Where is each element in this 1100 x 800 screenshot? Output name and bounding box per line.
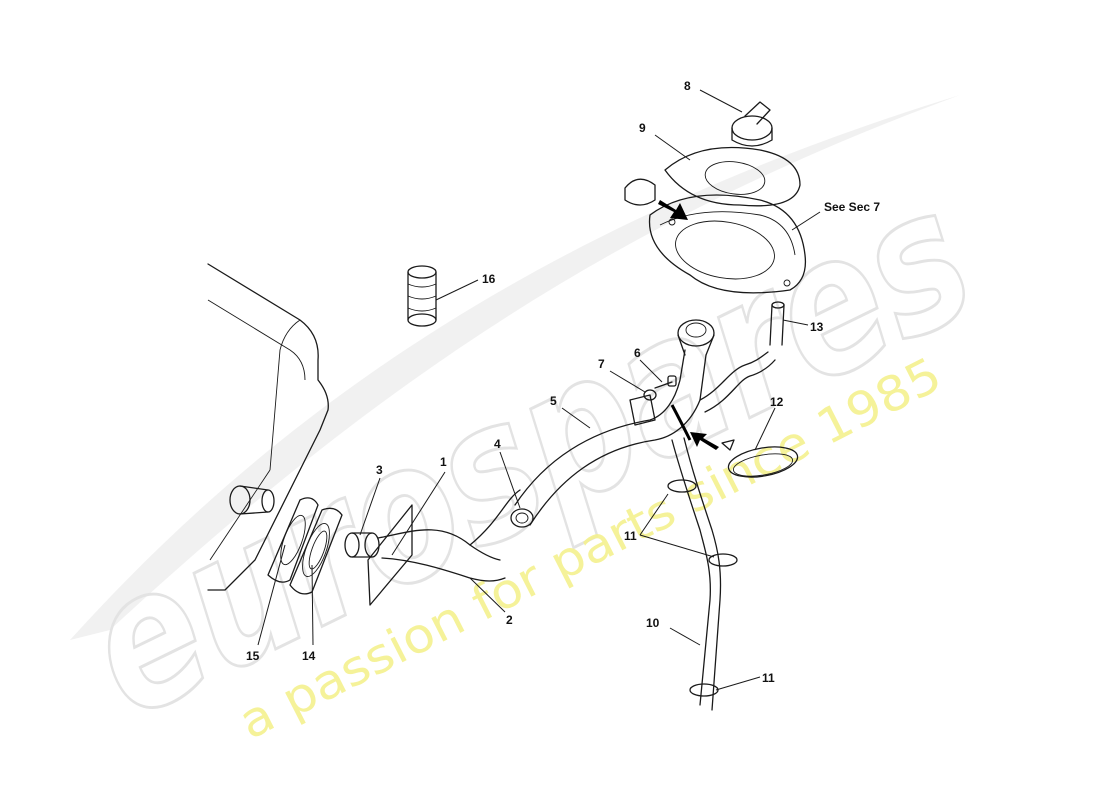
part-8-fuel-cap <box>731 101 773 147</box>
callout-10: 10 <box>646 616 660 630</box>
part-9-seal <box>664 146 801 207</box>
callout-labels: 1 2 3 4 5 6 7 8 9 10 11 11 12 13 14 15 1… <box>246 79 880 685</box>
callout-8: 8 <box>684 79 691 93</box>
callout-6: 6 <box>634 346 641 360</box>
callout-see-sec-7: See Sec 7 <box>824 200 880 214</box>
callout-11-b: 11 <box>762 671 775 685</box>
callout-14: 14 <box>302 649 316 663</box>
part-14-flange <box>289 507 343 595</box>
callout-3: 3 <box>376 463 383 477</box>
part-7-washer <box>643 389 657 401</box>
part-12-clamp <box>721 439 799 478</box>
callout-12: 12 <box>770 395 784 409</box>
callout-1: 1 <box>440 455 447 469</box>
watermark-brand: eurospares <box>53 145 1004 760</box>
arrow-filler-pipe <box>690 432 719 450</box>
part-1-plate <box>367 504 413 606</box>
arrow-filler-housing <box>658 200 688 220</box>
callout-9: 9 <box>639 121 646 135</box>
part-2-hose <box>377 489 521 582</box>
callout-5: 5 <box>550 394 557 408</box>
part-10-breather-hose <box>671 437 722 711</box>
part-3-clamp <box>344 532 380 558</box>
watermark: eurospares a passion for parts since 198… <box>51 95 1005 762</box>
callout-11-a: 11 <box>624 529 637 543</box>
callout-7: 7 <box>598 357 605 371</box>
callout-2: 2 <box>506 613 513 627</box>
part-4-clamp <box>510 508 534 528</box>
callout-4: 4 <box>494 437 501 451</box>
filler-cap-cover <box>624 178 656 206</box>
callout-13: 13 <box>810 320 824 334</box>
part-6-bolt <box>654 375 677 389</box>
callout-15: 15 <box>246 649 260 663</box>
leader-lines <box>257 89 821 691</box>
fuel-tank <box>207 263 329 591</box>
part-11-clip-b <box>708 553 738 567</box>
part-11-clip-a <box>667 479 697 493</box>
part-11-clip-c <box>689 683 719 697</box>
part-5-filler-pipe <box>514 319 776 526</box>
part-13-drain-tube <box>769 301 785 346</box>
part-16-strainer <box>407 265 437 327</box>
callout-16: 16 <box>482 272 496 286</box>
